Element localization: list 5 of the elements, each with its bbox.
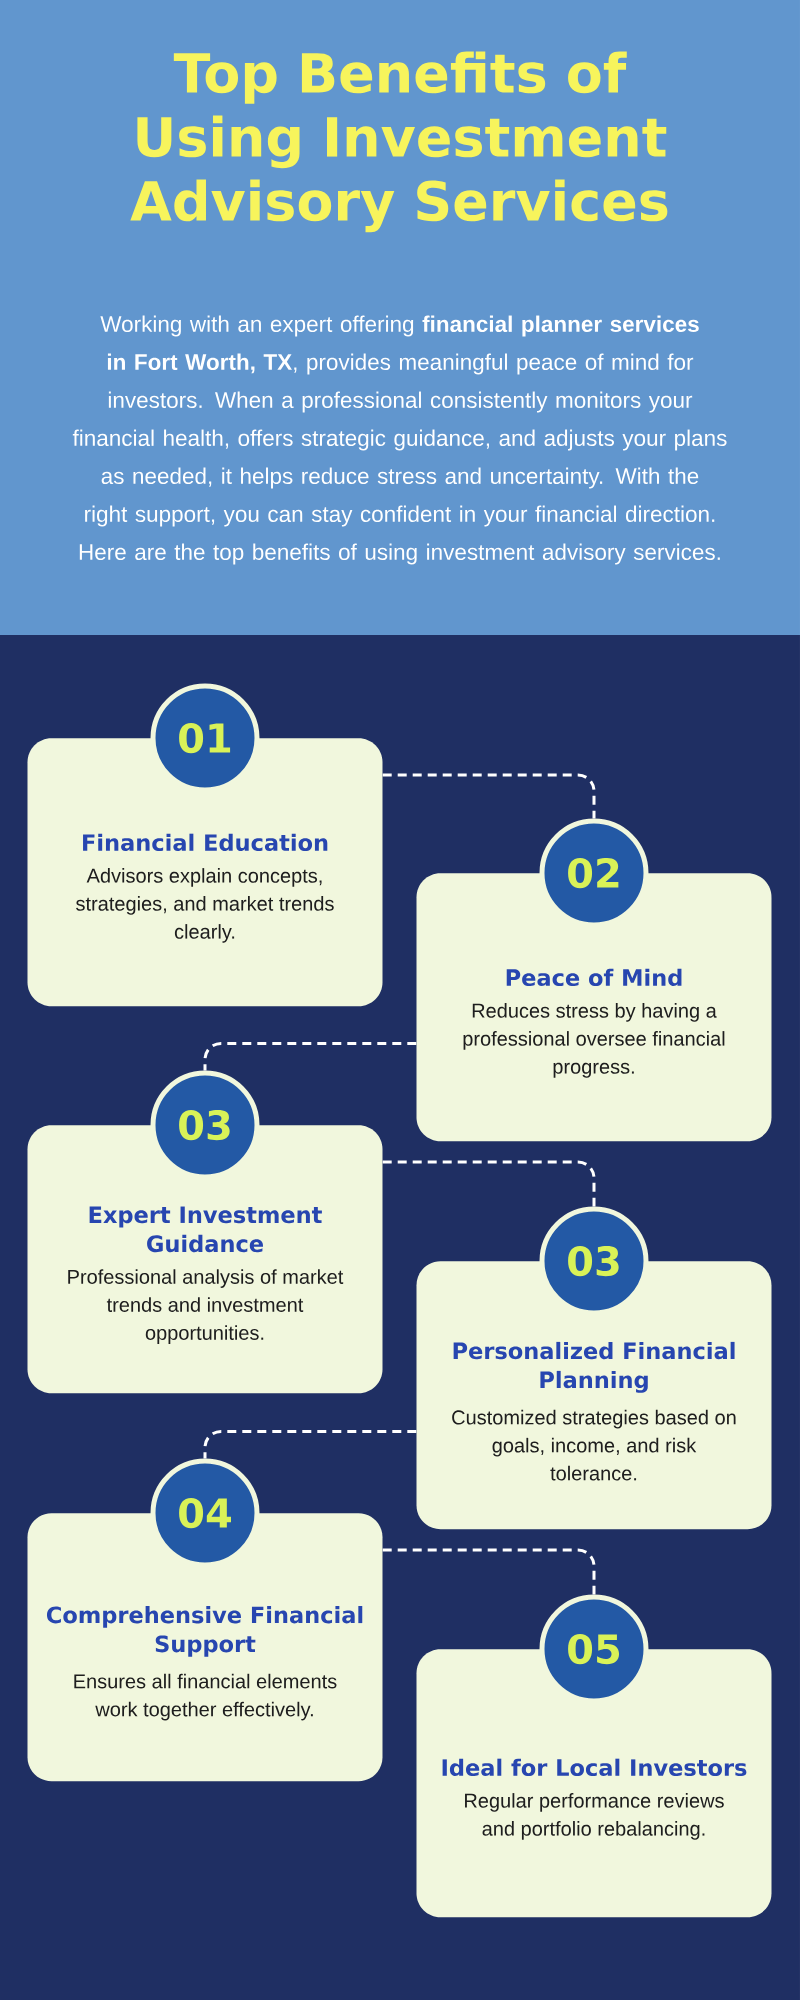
dashed-connector bbox=[382, 1160, 596, 1207]
intro-paragraph: Working with an expert offering financial planner services in Fort Worth, TX, provides meaningful peace of mind for investors. When a professional consistently monitors your financial health, offers strategic guidance, and adjusts your plans as needed, it helps reduce stress and uncertainty. With the right support, you can stay confident in your financial direction. Here are the top benefits of using investment advisory services. bbox=[72, 315, 727, 565]
title: Top Benefits of Using Investment Advisory Services bbox=[130, 51, 668, 233]
dashed-connector bbox=[382, 773, 596, 819]
dashed-connector bbox=[382, 1548, 596, 1595]
